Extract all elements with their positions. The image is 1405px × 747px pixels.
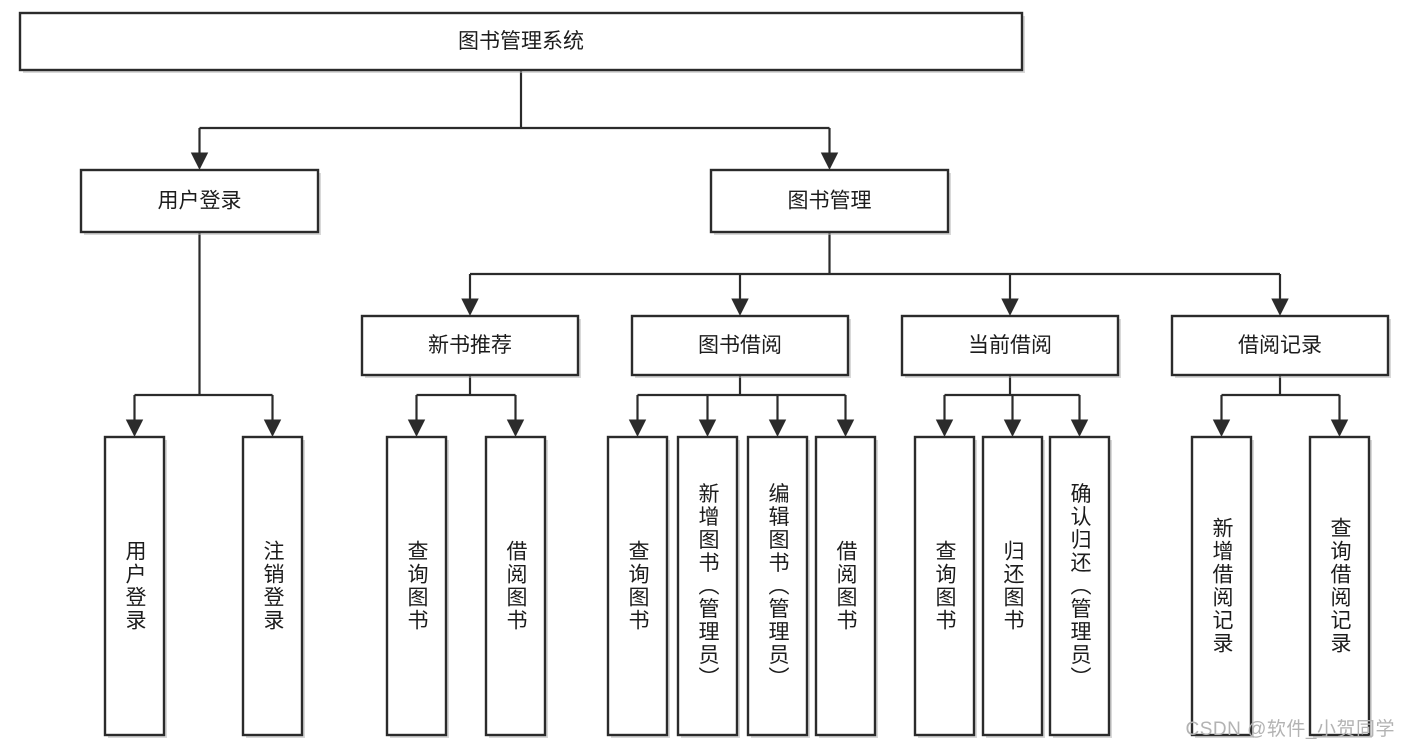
node-login[interactable]: 用户登录 bbox=[79, 168, 321, 235]
node-box[interactable] bbox=[1048, 435, 1111, 737]
node-leaf-borrow-book-1[interactable]: 借阅图书 bbox=[484, 435, 548, 738]
node-label: 查询借阅记录 bbox=[1328, 517, 1352, 655]
node-label: 查询图书 bbox=[626, 540, 650, 632]
node-label: 借阅图书 bbox=[834, 540, 858, 632]
node-label: 确认归还（管理员） bbox=[1068, 483, 1092, 690]
node-label: 归还图书 bbox=[1001, 540, 1025, 632]
node-box[interactable] bbox=[900, 314, 1120, 377]
node-box[interactable] bbox=[241, 435, 304, 737]
node-leaf-add-book[interactable]: 新增图书（管理员） bbox=[676, 435, 740, 738]
node-box[interactable] bbox=[913, 435, 976, 737]
node-leaf-user-logout[interactable]: 注销登录 bbox=[241, 435, 305, 738]
node-box[interactable] bbox=[676, 435, 739, 737]
node-label: 当前借阅 bbox=[968, 334, 1052, 357]
node-label: 图书借阅 bbox=[698, 334, 782, 357]
node-current[interactable]: 当前借阅 bbox=[900, 314, 1121, 378]
node-bookmgmt[interactable]: 图书管理 bbox=[709, 168, 951, 235]
node-label: 借阅记录 bbox=[1238, 334, 1322, 357]
node-label: 查询图书 bbox=[405, 540, 429, 632]
node-leaf-confirm-return[interactable]: 确认归还（管理员） bbox=[1048, 435, 1112, 738]
node-label: 用户登录 bbox=[158, 190, 242, 213]
node-box[interactable] bbox=[360, 314, 580, 377]
node-box[interactable] bbox=[606, 435, 669, 737]
node-box[interactable] bbox=[484, 435, 547, 737]
node-label: 借阅图书 bbox=[504, 540, 528, 632]
node-label: 编辑图书（管理员） bbox=[766, 483, 790, 690]
node-leaf-query-book-2[interactable]: 查询图书 bbox=[606, 435, 670, 738]
node-box[interactable] bbox=[1190, 435, 1253, 737]
node-leaf-edit-book[interactable]: 编辑图书（管理员） bbox=[746, 435, 810, 738]
node-box[interactable] bbox=[18, 11, 1024, 72]
nodes-layer: 图书管理系统用户登录图书管理新书推荐图书借阅当前借阅借阅记录用户登录注销登录查询… bbox=[18, 11, 1391, 738]
node-leaf-return-book[interactable]: 归还图书 bbox=[981, 435, 1045, 738]
node-label: 新增图书（管理员） bbox=[696, 483, 720, 690]
node-box[interactable] bbox=[385, 435, 448, 737]
node-box[interactable] bbox=[1308, 435, 1371, 737]
node-box[interactable] bbox=[79, 168, 320, 234]
node-label: 用户登录 bbox=[123, 540, 147, 632]
node-box[interactable] bbox=[630, 314, 850, 377]
node-leaf-query-record[interactable]: 查询借阅记录 bbox=[1308, 435, 1372, 738]
node-box[interactable] bbox=[103, 435, 166, 737]
edges-layer bbox=[125, 70, 1349, 437]
node-borrow[interactable]: 图书借阅 bbox=[630, 314, 851, 378]
node-root[interactable]: 图书管理系统 bbox=[18, 11, 1025, 73]
node-label: 注销登录 bbox=[261, 540, 285, 632]
node-leaf-user-login[interactable]: 用户登录 bbox=[103, 435, 167, 738]
node-box[interactable] bbox=[746, 435, 809, 737]
node-box[interactable] bbox=[709, 168, 950, 234]
node-label: 图书管理 bbox=[788, 190, 872, 213]
node-box[interactable] bbox=[1170, 314, 1390, 377]
node-records[interactable]: 借阅记录 bbox=[1170, 314, 1391, 378]
node-label: 查询图书 bbox=[933, 540, 957, 632]
node-leaf-add-record[interactable]: 新增借阅记录 bbox=[1190, 435, 1254, 738]
node-newbook[interactable]: 新书推荐 bbox=[360, 314, 581, 378]
node-label: 新增借阅记录 bbox=[1210, 517, 1234, 655]
node-label: 图书管理系统 bbox=[458, 30, 584, 53]
node-leaf-query-book-3[interactable]: 查询图书 bbox=[913, 435, 977, 738]
node-label: 新书推荐 bbox=[428, 334, 512, 357]
node-box[interactable] bbox=[981, 435, 1044, 737]
node-leaf-query-book-1[interactable]: 查询图书 bbox=[385, 435, 449, 738]
node-box[interactable] bbox=[814, 435, 877, 737]
node-leaf-borrow-book-2[interactable]: 借阅图书 bbox=[814, 435, 878, 738]
